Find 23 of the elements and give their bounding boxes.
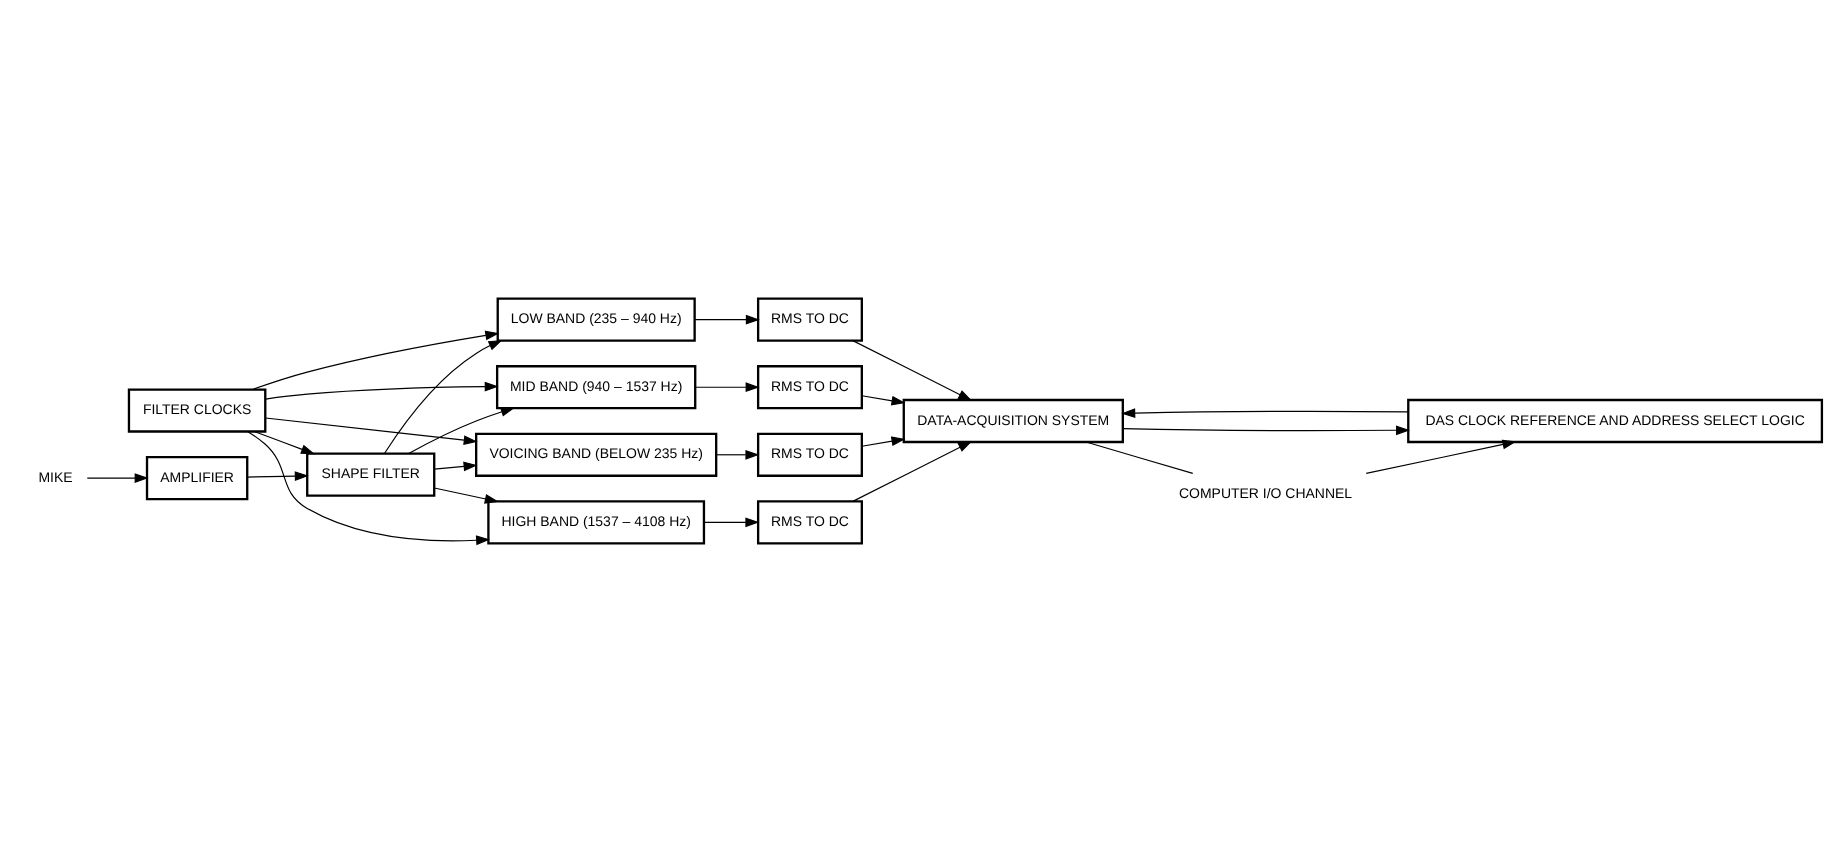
- arrow: [86, 473, 149, 483]
- connector: [1085, 441, 1194, 474]
- arrow: [253, 430, 315, 455]
- arrow: [703, 517, 760, 528]
- arrow: [246, 471, 309, 482]
- arrow: [384, 339, 503, 454]
- arrow: [852, 340, 973, 401]
- arrow: [861, 395, 906, 406]
- arrow: [433, 461, 478, 472]
- arrow: [1122, 425, 1411, 436]
- arrow: [265, 417, 478, 445]
- arrow: [408, 407, 515, 454]
- arrow: [433, 487, 499, 504]
- arrow: [852, 441, 973, 502]
- arrow: [861, 436, 906, 447]
- arrow: [694, 382, 760, 393]
- arrow: [264, 381, 499, 400]
- arrow: [252, 330, 500, 390]
- arrow: [1365, 439, 1517, 474]
- arrow: [715, 449, 760, 460]
- arrow: [1121, 408, 1409, 418]
- arrow: [694, 314, 760, 325]
- arrow: [247, 431, 491, 546]
